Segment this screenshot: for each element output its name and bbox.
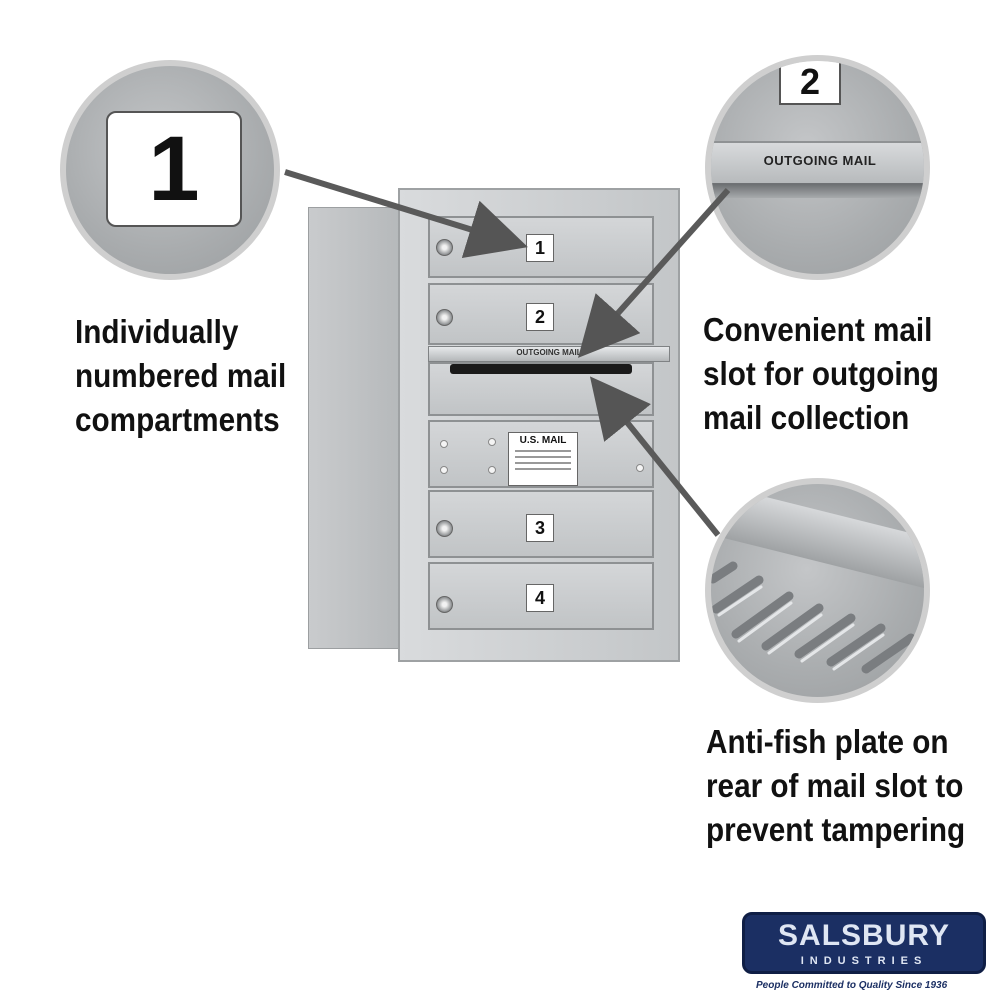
caption-numbered-compartments: Individually numbered mail compartments xyxy=(75,313,287,438)
lock-icon xyxy=(436,520,453,537)
logo-tagline: People Committed to Quality Since 1936 xyxy=(756,980,948,991)
door-number-tag: 1 xyxy=(526,234,554,262)
lock-icon xyxy=(436,239,453,256)
screw-icon xyxy=(636,464,644,472)
slot-zoom-number-tag: 2 xyxy=(779,61,841,105)
salsbury-logo: SALSBURY INDUSTRIES xyxy=(742,912,986,974)
slot-zoom-shadow xyxy=(711,184,924,198)
door-number-tag: 4 xyxy=(526,584,554,612)
screw-icon xyxy=(488,466,496,474)
arrow-to-slot xyxy=(578,188,731,358)
lock-icon xyxy=(436,596,453,613)
mail-door-4: 4 xyxy=(428,562,654,630)
lock-icon xyxy=(436,309,453,326)
label-fine-print xyxy=(515,456,571,458)
label-fine-print xyxy=(515,462,571,464)
outgoing-mail-label: OUTGOING MAIL xyxy=(516,348,582,357)
anti-fish-teeth xyxy=(711,561,916,674)
door-number-tag: 2 xyxy=(526,303,554,331)
screw-icon xyxy=(488,438,496,446)
slot-zoom-label: OUTGOING MAIL xyxy=(763,153,877,168)
caption-anti-fish-plate: Anti-fish plate on rear of mail slot to … xyxy=(706,723,966,848)
us-mail-label: U.S. MAIL xyxy=(508,432,578,486)
anti-fish-plate-zoom xyxy=(705,478,930,703)
label-fine-print xyxy=(515,450,571,452)
logo-wordmark: SALSBURY xyxy=(778,919,950,952)
mail-slot-zoom: 2 OUTGOING MAIL xyxy=(705,55,930,280)
arrow-to-anti-fish-plate xyxy=(589,376,721,537)
label-fine-print xyxy=(515,468,571,470)
arrow-to-compartment xyxy=(284,169,528,259)
compartment-number-zoom: 1 xyxy=(60,60,280,280)
caption-outgoing-slot: Convenient mail slot for outgoing mail c… xyxy=(703,311,939,436)
screw-icon xyxy=(440,466,448,474)
door-number-tag: 3 xyxy=(526,514,554,542)
mail-door-3: 3 xyxy=(428,490,654,558)
logo-subtitle: INDUSTRIES xyxy=(800,955,928,967)
compartment-number-tag: 1 xyxy=(106,111,242,227)
us-mail-title: U.S. MAIL xyxy=(519,435,567,446)
screw-icon xyxy=(440,440,448,448)
mail-slot-opening xyxy=(450,364,632,374)
mailbox-side-panel xyxy=(308,207,410,649)
